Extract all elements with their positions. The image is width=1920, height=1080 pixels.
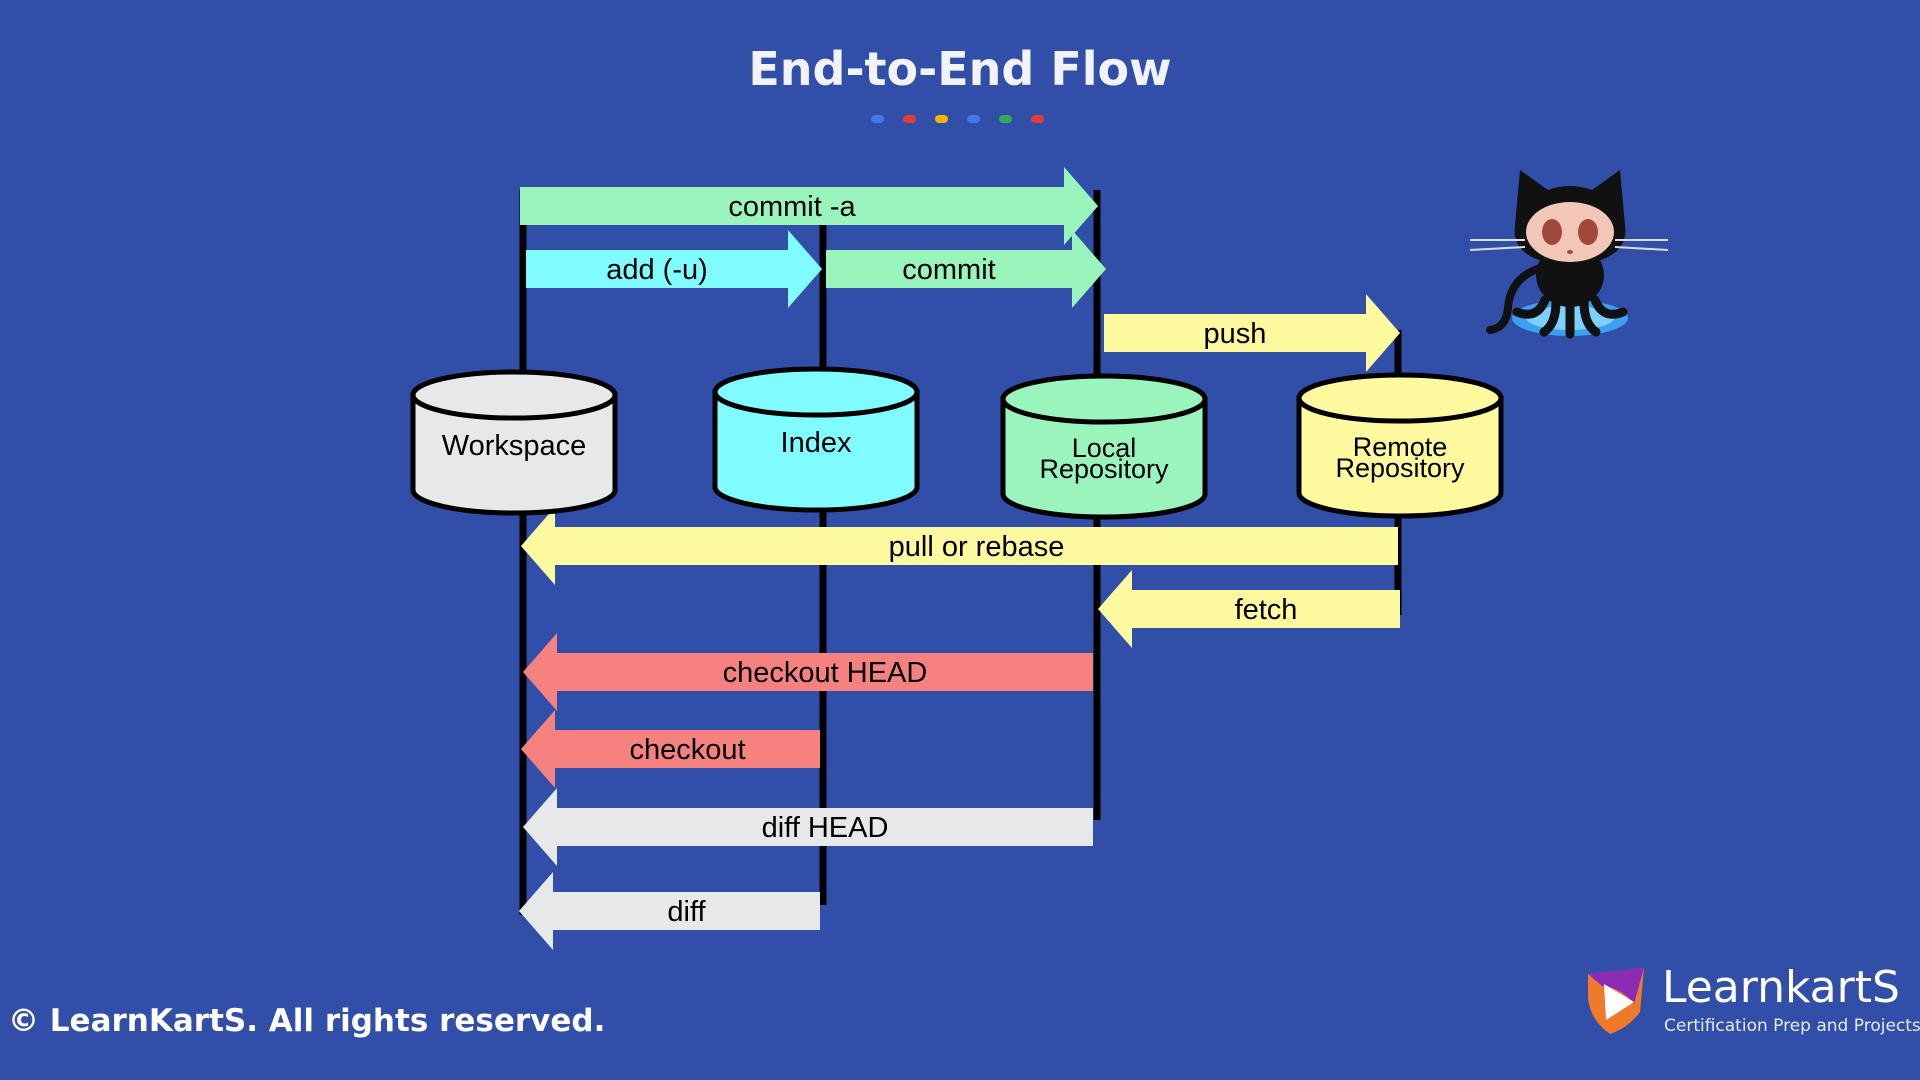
fetch-arrow: fetch — [1098, 570, 1400, 648]
index-label-line: Index — [781, 427, 852, 459]
title-dot — [903, 115, 916, 123]
brand-tagline: Certification Prep and Projects — [1664, 1016, 1920, 1036]
fetch-label: fetch — [1235, 594, 1298, 626]
commit-a-label: commit -a — [728, 191, 856, 223]
index-cylinder: Index — [712, 366, 920, 513]
local-repository-label-line: Repository — [1039, 454, 1169, 484]
diff-arrow: diff — [519, 872, 820, 950]
diff-label: diff — [667, 896, 706, 928]
diff-head-arrow: diff HEAD — [523, 788, 1093, 866]
local-repository-label-line: Local — [1072, 433, 1137, 463]
remote-repository-label-line: Repository — [1335, 453, 1465, 483]
checkout-head-arrow: checkout HEAD — [523, 633, 1093, 711]
workspace-label-line: Workspace — [442, 430, 587, 462]
commit-label: commit — [902, 254, 995, 286]
page-title: End-to-End Flow — [748, 42, 1172, 96]
push-arrow: push — [1104, 294, 1400, 372]
title-dot — [871, 115, 884, 123]
brand-name: LearnkartS — [1662, 962, 1900, 1013]
copyright-text: © LearnKartS. All rights reserved. — [8, 1003, 606, 1039]
title-dot — [999, 115, 1012, 123]
octocat-icon — [1469, 170, 1669, 339]
add-u-arrow: add (-u) — [526, 230, 822, 308]
command-arrows: commit -a add (-u) commit push pull or rebas… — [519, 167, 1400, 950]
learnkarts-logo-icon — [1588, 968, 1644, 1034]
title-dot — [935, 115, 948, 123]
title-dot — [967, 115, 980, 123]
diff-head-label: diff HEAD — [762, 812, 889, 844]
title-dot — [1031, 115, 1044, 123]
pull-or-rebase-label: pull or rebase — [889, 531, 1065, 563]
learnkarts-brand[interactable]: LearnkartS Certification Prep and Projec… — [1582, 962, 1920, 1052]
commit-arrow: commit — [826, 230, 1106, 308]
workspace-cylinder: Workspace — [410, 369, 618, 516]
checkout-arrow: checkout — [521, 710, 820, 788]
add-u-label: add (-u) — [606, 254, 708, 286]
push-label: push — [1204, 318, 1267, 350]
checkout-label: checkout — [629, 734, 745, 766]
remote-repository-label-line: Remote — [1353, 432, 1448, 462]
commit-a-arrow: commit -a — [520, 167, 1098, 245]
pull-or-rebase-arrow: pull or rebase — [521, 507, 1398, 585]
checkout-head-label: checkout HEAD — [723, 657, 928, 689]
diagram-layer: commit -a add (-u) commit push pull or rebas… — [410, 167, 1504, 950]
